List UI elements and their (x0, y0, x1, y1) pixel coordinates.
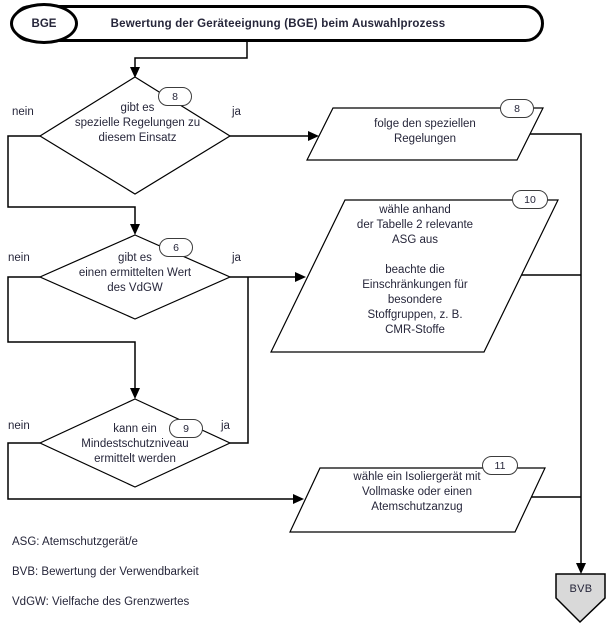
branch-label-no: nein (12, 106, 34, 118)
legend-item-vdgw: VdGW: Vielfache des Grenzwertes (12, 596, 190, 608)
process-follow-special-regulations: folge den speziellen Regelungen (374, 118, 476, 145)
process-select-asg-table2: wähle anhand der Tabelle 2 relevante ASG… (356, 204, 474, 336)
legend: ASG: Atemschutzgerät/e BVB: Bewertung de… (12, 520, 199, 624)
ref-badge: 8 (158, 87, 192, 106)
legend-item-asg: ASG: Atemschutzgerät/e (12, 536, 138, 548)
start-badge: BGE (10, 3, 78, 44)
end-terminator-label: BVB (569, 583, 593, 595)
start-terminator: Bewertung der Geräteeignung (BGE) beim A… (12, 5, 544, 42)
ref-badge: 8 (500, 99, 534, 118)
ref-badge: 9 (169, 419, 203, 438)
branch-label-yes: ja (232, 252, 241, 264)
branch-label-yes: ja (232, 106, 241, 118)
process-select-isolation-device: wähle ein Isoliergerät mit Vollmaske ode… (353, 471, 481, 513)
branch-label-no: nein (8, 252, 30, 264)
decision-vdgw-value: gibt es einen ermittelten Wert des VdGW (78, 252, 192, 294)
branch-label-no: nein (8, 420, 30, 432)
ref-badge: 11 (482, 456, 518, 475)
branch-label-yes: ja (221, 420, 230, 432)
ref-badge: 6 (159, 238, 193, 257)
ref-badge: 10 (512, 190, 548, 209)
legend-item-bvb: BVB: Bewertung der Verwendbarkeit (12, 566, 199, 578)
decision-min-protection-level: kann ein Mindestschutzniveau ermittelt w… (81, 423, 189, 465)
decision-special-regulations: gibt es spezielle Regelungen zu diesem E… (74, 102, 201, 144)
flowchart-title: Bewertung der Geräteeignung (BGE) beim A… (110, 17, 446, 30)
